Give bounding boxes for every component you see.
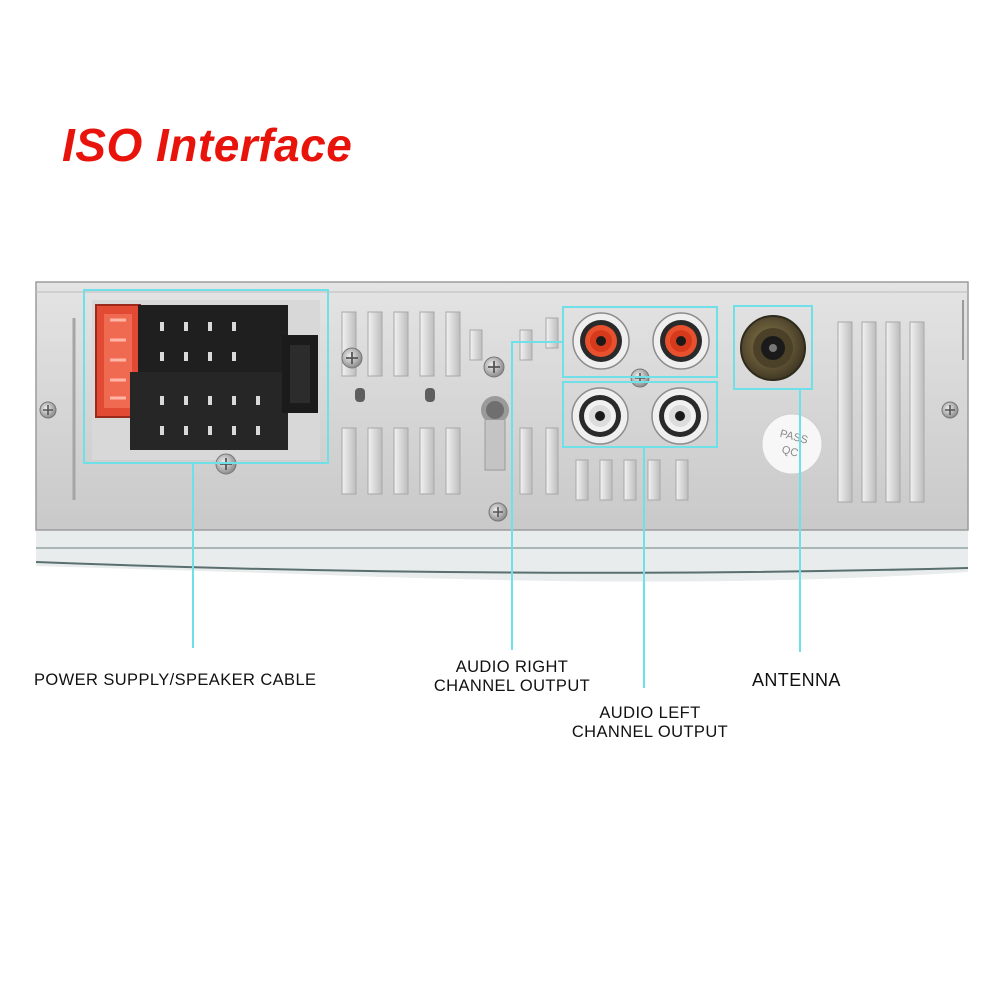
vent-fin bbox=[675, 459, 689, 501]
connector-pin bbox=[160, 352, 164, 361]
qc-sticker-text: QC bbox=[780, 444, 799, 460]
callout-line-audio-right bbox=[511, 341, 563, 650]
rca-jack-left-2 bbox=[651, 387, 709, 445]
connector-pin bbox=[256, 426, 260, 435]
vent-fin bbox=[885, 321, 901, 503]
connector-pin bbox=[160, 426, 164, 435]
vent-fin bbox=[599, 459, 613, 501]
vent-fin bbox=[545, 427, 559, 495]
callout-box-antenna bbox=[733, 305, 813, 390]
vent-fin bbox=[647, 459, 661, 501]
vent-fin bbox=[469, 329, 483, 361]
vent-fins-center bbox=[341, 311, 689, 501]
vent-fin bbox=[519, 329, 533, 361]
vent-fins-right bbox=[837, 321, 925, 503]
connector-pin bbox=[232, 396, 236, 405]
vent-fin bbox=[341, 427, 357, 495]
connector-pin bbox=[160, 322, 164, 331]
iso-connector bbox=[92, 300, 320, 460]
vent-fin bbox=[419, 311, 435, 377]
label-audio-left: AUDIO LEFT CHANNEL OUTPUT bbox=[558, 704, 742, 742]
label-audio-left-line2: CHANNEL OUTPUT bbox=[571, 723, 729, 741]
vent-fin bbox=[519, 427, 533, 495]
page-title: ISO Interface bbox=[62, 119, 353, 171]
connector-pin bbox=[208, 426, 212, 435]
label-power-supply: POWER SUPPLY/SPEAKER CABLE bbox=[34, 671, 316, 690]
rca-jacks bbox=[571, 312, 710, 445]
vent-fin bbox=[837, 321, 853, 503]
connector-pin bbox=[184, 322, 188, 331]
connector-pin bbox=[184, 352, 188, 361]
label-power-text: POWER SUPPLY/SPEAKER CABLE bbox=[34, 671, 317, 689]
rca-jack-left-1 bbox=[571, 387, 629, 445]
connector-pin bbox=[232, 352, 236, 361]
panel-bottom-edge bbox=[35, 528, 969, 582]
label-audio-right: AUDIO RIGHT CHANNEL OUTPUT bbox=[420, 658, 604, 696]
vent-fin bbox=[623, 459, 637, 501]
label-audio-right-line1: AUDIO RIGHT bbox=[455, 658, 569, 676]
connector-pin bbox=[184, 396, 188, 405]
vent-fin bbox=[393, 311, 409, 377]
connector-pin bbox=[208, 322, 212, 331]
label-antenna-text: ANTENNA bbox=[752, 670, 841, 690]
vent-fin bbox=[419, 427, 435, 495]
antenna-socket bbox=[740, 315, 806, 381]
connector-pins bbox=[160, 322, 260, 435]
label-audio-right-line2: CHANNEL OUTPUT bbox=[433, 677, 591, 695]
connector-pin bbox=[232, 426, 236, 435]
vent-fin bbox=[575, 459, 589, 501]
vent-fin bbox=[367, 311, 383, 377]
qc-sticker: PASS QC bbox=[761, 413, 823, 475]
rca-jack-right-2 bbox=[652, 312, 710, 370]
vent-fin bbox=[393, 427, 409, 495]
vent-fin bbox=[445, 427, 461, 495]
label-antenna: ANTENNA bbox=[752, 671, 841, 690]
connector-pin bbox=[208, 396, 212, 405]
label-audio-left-line1: AUDIO LEFT bbox=[599, 704, 701, 722]
vent-fin bbox=[545, 317, 559, 349]
callouts bbox=[83, 289, 813, 688]
callout-box-audio-left bbox=[562, 381, 718, 448]
connector-pin bbox=[160, 396, 164, 405]
vent-fin bbox=[861, 321, 877, 503]
vent-fin bbox=[367, 427, 383, 495]
mounting-hole bbox=[355, 388, 509, 471]
vent-fin bbox=[445, 311, 461, 377]
rca-jack-right-1 bbox=[572, 312, 630, 370]
connector-pin bbox=[208, 352, 212, 361]
callout-box-iso-connector bbox=[83, 289, 329, 464]
vent-fin bbox=[909, 321, 925, 503]
connector-pin bbox=[184, 426, 188, 435]
connector-pin bbox=[256, 396, 260, 405]
connector-pin bbox=[232, 322, 236, 331]
